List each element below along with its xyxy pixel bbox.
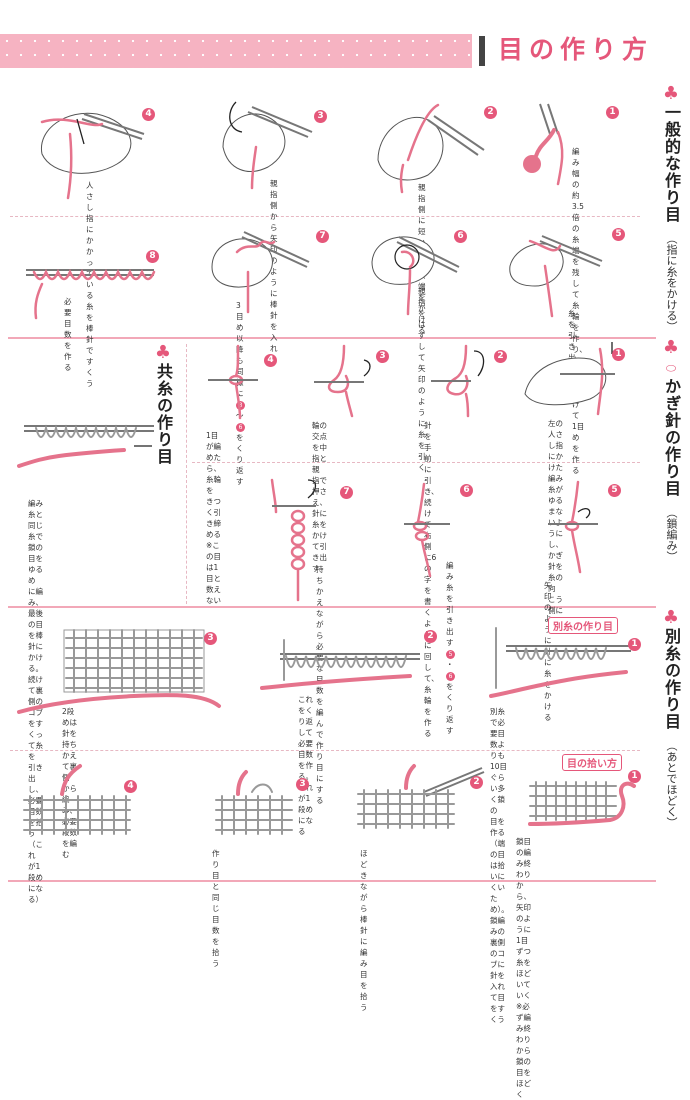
club-icon: ♣ <box>662 607 680 628</box>
step-caption: 1目が編めたら、糸輪を きつく引き締める ※この目は1目と数えない <box>206 431 221 605</box>
step-number-badge: 2 <box>470 776 483 789</box>
club-icon: ♣ <box>154 342 172 363</box>
section-crochet-heading: ♣ ⬭ かぎ針の作り目 （鎖編み） <box>658 338 684 566</box>
step-number-badge: 1 <box>606 106 619 119</box>
pickup-count-illustration <box>215 770 293 835</box>
header-divider-bar <box>479 36 485 66</box>
step-number-badge: 4 <box>124 780 137 793</box>
cast-on-row-illustration <box>26 268 156 320</box>
section-general-heading: ♣ 一般的な作り目 （指に糸をかける） <box>658 84 684 336</box>
unravel-chain-illustration <box>528 781 636 826</box>
section-subtitle-separate: （あとでほどく） <box>665 740 678 828</box>
step-number-badge: 2 <box>484 106 497 119</box>
inline-step-badge: 6 <box>236 422 245 432</box>
section-divider <box>8 880 656 882</box>
step-caption: 持ちかえながら必要 な目数を編んで作り 目にする <box>316 565 324 805</box>
pull-yarn-illustration <box>314 344 371 418</box>
hand-needle-insert-illustration <box>222 101 313 190</box>
hook-behind-yarn-illustration <box>524 342 615 416</box>
step-number-badge: 8 <box>146 250 159 263</box>
section-separate-heading: ♣ 別糸の作り目 （あとでほどく） <box>658 608 684 832</box>
step-number-badge: 5 <box>608 484 621 497</box>
hand-thumb-illustration <box>377 103 485 194</box>
chain-stitch-illustration <box>270 478 317 602</box>
thumb-release-illustration <box>371 236 460 316</box>
club-icon: ♣ <box>662 337 680 358</box>
step-caption: 鎖目の編み終わりから、矢印のように 1目ずつ糸をほどいていく ※必ず編み終わりか… <box>516 837 531 1099</box>
step-number-badge: 2 <box>424 630 437 643</box>
step-caption: 親指側から矢印のよう に棒針を入れる <box>270 179 278 364</box>
header-dotted-band <box>0 34 472 68</box>
page-title: 目の作り方 <box>498 35 654 64</box>
chain-loop-icon: ⬭ <box>665 361 677 375</box>
step-number-badge: 3 <box>204 632 217 645</box>
pickup-tag: 目の拾い方 <box>562 754 622 771</box>
separate-repeat-illustration <box>260 639 420 690</box>
pickup-finished-illustration <box>23 764 131 835</box>
section-subtitle-crochet: （鎖編み） <box>665 507 678 562</box>
separate-knit-rows-illustration <box>17 629 221 714</box>
step-number-badge: 7 <box>340 486 353 499</box>
step-caption: 人さし指にかかってい る糸を棒針ですくう <box>86 181 94 388</box>
step-caption: 作り目と同じ目数を拾う <box>212 849 220 968</box>
section-divider <box>8 606 656 608</box>
step-number-badge: 1 <box>628 638 641 651</box>
tighten-loop-illustration <box>208 344 258 420</box>
club-icon: ♣ <box>662 83 680 104</box>
repeat-loop-illustration <box>211 231 310 314</box>
inline-step-badge: 5 <box>446 649 455 659</box>
row-divider <box>10 750 640 751</box>
row-divider <box>192 462 640 463</box>
separate-pickup-illustration <box>489 627 631 698</box>
step-number-badge: 4 <box>142 108 155 121</box>
step-number-badge: 7 <box>316 230 329 243</box>
section-title-separate: 別糸の作り目 <box>662 628 681 730</box>
step-number-badge: 4 <box>264 354 277 367</box>
hand-scoop-illustration <box>40 112 145 200</box>
step-caption: 必要目数を作る <box>64 297 72 372</box>
yarn-loop-illustration <box>523 103 564 186</box>
row-divider <box>10 216 640 217</box>
section-subtitle-general: （指に糸をかける） <box>665 233 678 332</box>
step-number-badge: 3 <box>376 350 389 363</box>
yarn-over-hook-illustration <box>548 480 598 574</box>
same-yarn-illustration <box>17 424 154 468</box>
pickup-needle-illustration <box>357 764 485 829</box>
step-caption: 針を手前に引き、続け て右側に6の字を書くよ うに回して、糸輪を作る <box>424 421 439 738</box>
step-number-badge: 2 <box>494 350 507 363</box>
step-number-badge: 5 <box>612 228 625 241</box>
separate-cast-on-tag: 別糸の作り目 <box>548 617 618 634</box>
step-number-badge: 1 <box>612 348 625 361</box>
inline-step-badge: 6 <box>446 671 455 681</box>
column-divider <box>186 344 187 604</box>
step-number-badge: 3 <box>296 778 309 791</box>
step-number-badge: 3 <box>314 110 327 123</box>
loop-six-illustration <box>431 344 485 418</box>
step-caption: 別糸で必要目数よりも10目ぐらい多く鎖の 目を作る（端の目は拾いにくいため）。鎖… <box>490 707 509 1024</box>
caption-text: をくり返す <box>446 682 454 735</box>
section-title-general: 一般的な作り目 <box>662 104 681 223</box>
chain-pull-illustration <box>404 482 450 578</box>
yarn-pull-through-illustration <box>509 235 603 318</box>
section-divider <box>8 337 656 339</box>
step-caption: 親指をはずして 矢印のように糸を引く <box>418 287 426 472</box>
section-title-crochet: かぎ針の作り目 <box>662 378 681 497</box>
step-caption: 輪の交点を中指と親 指で押さえ、針に糸を かけて引き出す <box>312 421 327 573</box>
section-same-heading: ♣ 共糸の作り目 <box>150 343 176 469</box>
caption-text: 編み糸を引き出す <box>446 561 454 647</box>
step-caption: ほどきながら棒針に編み目を拾う <box>360 849 368 1012</box>
inline-step-badge: 3 <box>236 400 245 410</box>
section-title-same: 共糸の作り目 <box>154 363 173 465</box>
step-number-badge: 6 <box>454 230 467 243</box>
caption-text: をくり返す <box>236 433 244 486</box>
step-number-badge: 6 <box>460 484 473 497</box>
step-number-badge: 1 <box>628 770 641 783</box>
